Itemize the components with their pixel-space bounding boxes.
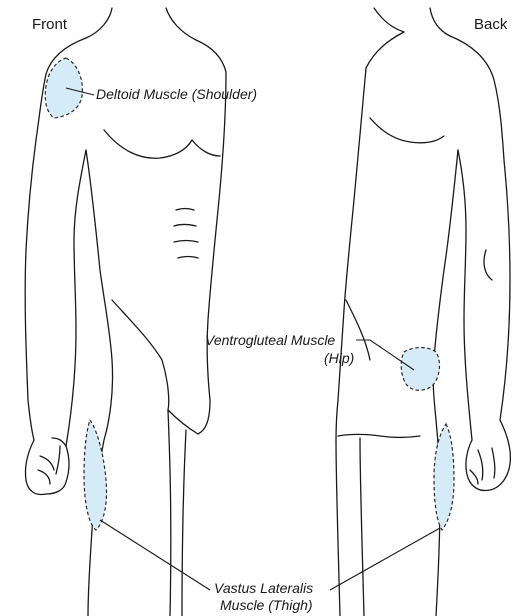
vastus-label-line1: Vastus Lateralis	[214, 580, 313, 597]
front-left-inner-arm	[66, 150, 86, 446]
back-shoulder-blade	[370, 118, 444, 143]
front-left-fingers	[38, 446, 60, 484]
front-chest-right	[192, 140, 220, 156]
back-right-shoulder	[450, 36, 510, 420]
back-header: Back	[474, 16, 507, 33]
back-glute-line	[338, 435, 420, 438]
back-elbow	[484, 250, 492, 280]
injection-sites	[45, 58, 454, 530]
ventrogluteal-label-line2: (Hip)	[324, 350, 354, 367]
front-right-shoulder	[196, 40, 226, 72]
back-right-hand	[466, 420, 510, 491]
ventrogluteal-label-line1: Ventrogluteal Muscle	[205, 332, 335, 349]
front-inner-leg-right	[182, 430, 186, 616]
front-hip-line	[112, 300, 169, 410]
vastus-front-leader	[100, 520, 210, 590]
front-chest-left	[104, 130, 192, 158]
deltoid-site	[45, 58, 82, 118]
front-header: Front	[32, 16, 67, 33]
vastus-lateralis-front-site	[84, 420, 107, 530]
vastus-back-leader	[330, 528, 440, 590]
ventrogluteal-site	[401, 348, 439, 391]
deltoid-label: Deltoid Muscle (Shoulder)	[96, 86, 257, 103]
back-neck-right	[430, 8, 450, 36]
front-left-hand	[25, 438, 69, 494]
back-left-leg	[336, 440, 340, 616]
front-left-leg	[88, 530, 92, 616]
front-inner-leg-left	[168, 410, 171, 616]
front-neck-right	[166, 8, 196, 40]
back-neck-left	[374, 8, 404, 32]
front-crotch	[168, 410, 198, 434]
front-neck-left	[86, 8, 112, 38]
back-left-shoulder	[366, 32, 404, 68]
back-right-inner-arm	[458, 150, 472, 440]
vastus-lateralis-back-site	[434, 424, 454, 530]
back-torso-left	[336, 68, 366, 440]
back-figure	[336, 8, 510, 616]
front-abs	[174, 209, 198, 259]
vastus-label-line2: Muscle (Thigh)	[220, 597, 313, 614]
front-torso-right	[198, 72, 226, 434]
back-inner-leg	[360, 438, 364, 616]
back-right-fingers	[470, 448, 495, 484]
